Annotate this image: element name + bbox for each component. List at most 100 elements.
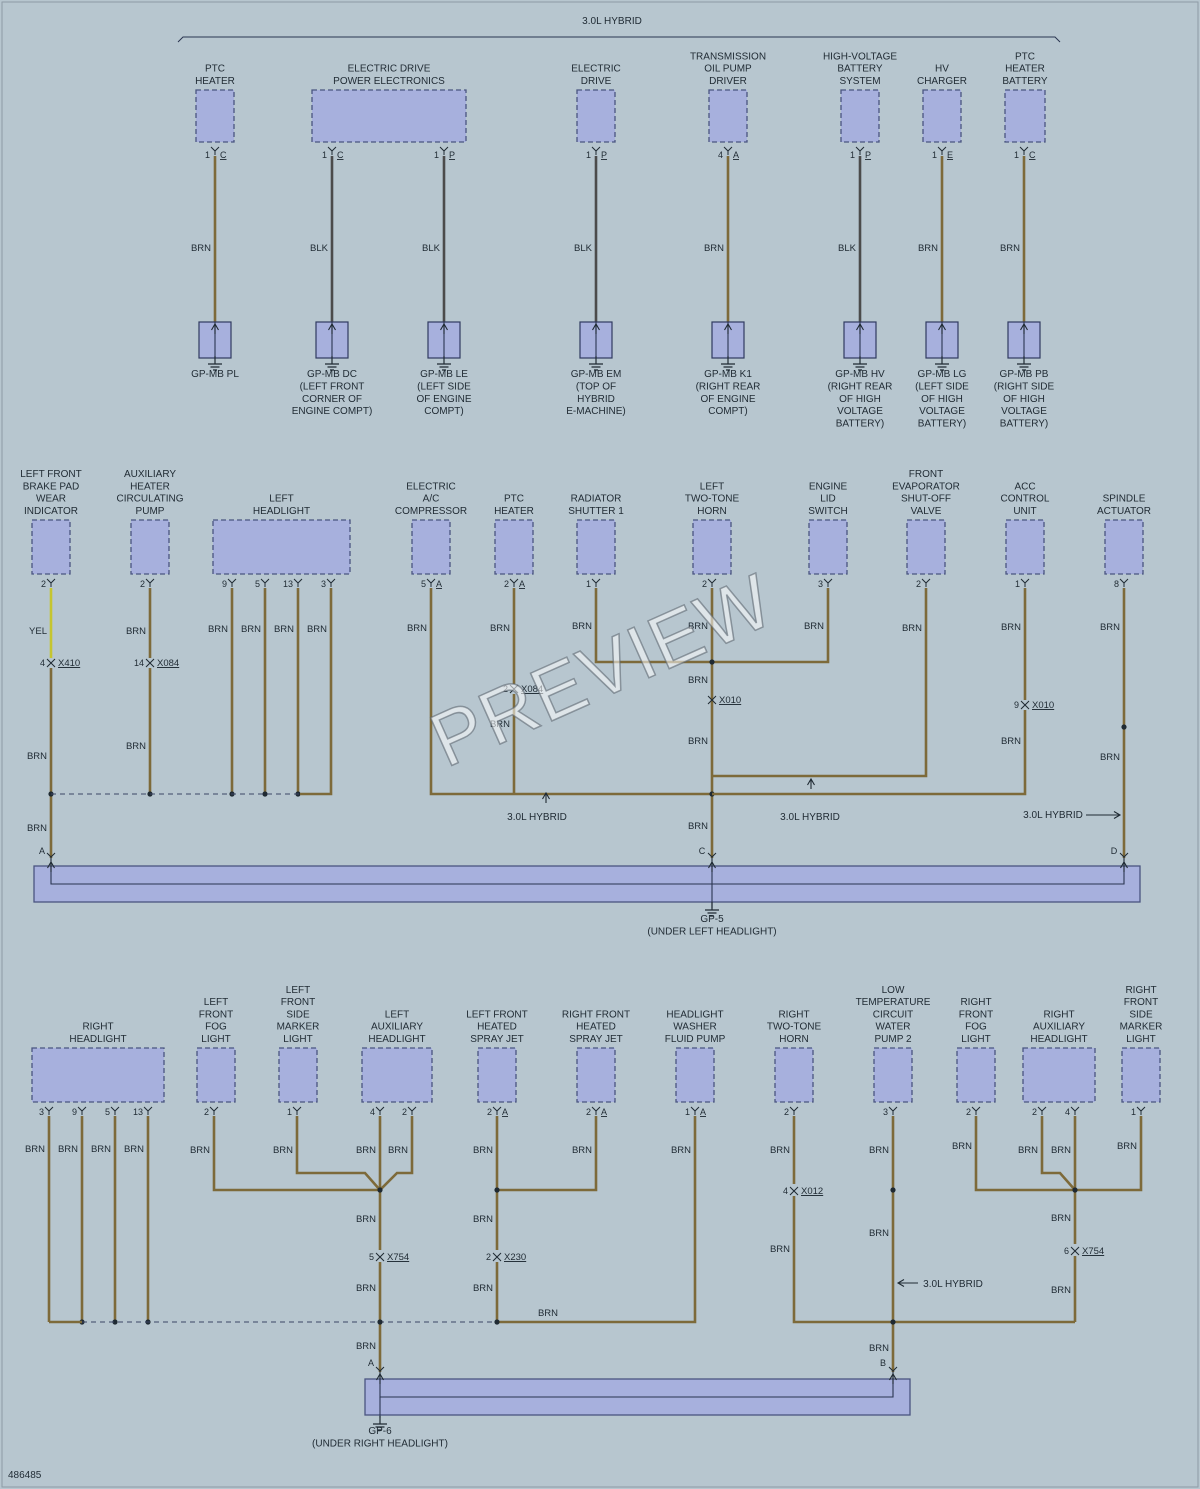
inline-connector-x084-symbol: [145, 658, 155, 668]
wire-color-label: BRN: [671, 1145, 691, 1156]
pin-num: 1: [1015, 579, 1020, 589]
pin-num: 9: [72, 1107, 77, 1117]
pin-terminal: [888, 1106, 898, 1115]
splice-dot: [709, 659, 715, 665]
hybrid-bracket: [177, 36, 1061, 43]
pin-terminal: [292, 1106, 302, 1115]
ground-point-label: GP-5(UNDER LEFT HEADLIGHT): [647, 914, 776, 937]
component-box: [808, 519, 848, 575]
pin-num: 3: [883, 1107, 888, 1117]
pin-terminal: [407, 1106, 417, 1115]
wire-color-label: BRN: [1051, 1285, 1071, 1296]
splice-dot: [377, 1187, 383, 1193]
pin-terminal: [1070, 1106, 1080, 1115]
wire-color-label: BRN: [688, 821, 708, 832]
ground-icon: [373, 1416, 387, 1431]
wire-color-label: BRN: [356, 1145, 376, 1156]
pin-num: 2: [140, 579, 145, 589]
arrow-up-icon: [708, 860, 716, 872]
wire-color-label: BRN: [1051, 1145, 1071, 1156]
ground-point-label: GP-6(UNDER RIGHT HEADLIGHT): [312, 1426, 448, 1449]
pin-num: 1: [850, 150, 855, 160]
component-box: [411, 519, 451, 575]
wire-color-label: BRN: [190, 1145, 210, 1156]
pin-num: 1: [685, 1107, 690, 1117]
hybrid-bracket-label: 3.0L HYBRID: [582, 16, 642, 27]
arrow-up-icon: [211, 322, 219, 334]
inline-connector-x410-pin: 4: [40, 658, 45, 668]
wire-color-label: BRN: [407, 623, 427, 634]
pin-num: 13: [133, 1107, 143, 1117]
component-box: [675, 1047, 715, 1103]
pin-num: 2: [504, 579, 509, 589]
wire-color-label: BRN: [1001, 736, 1021, 747]
wire-color-label: BRN: [869, 1343, 889, 1354]
component-box: [840, 89, 880, 143]
wire-color-label: BRN: [572, 1145, 592, 1156]
wire-color-label: YEL: [29, 626, 47, 637]
pin-num: 1: [586, 579, 591, 589]
ground-tap-label: B: [880, 1358, 886, 1368]
component-box: [311, 89, 467, 143]
arrow-up-icon: [47, 860, 55, 872]
inline-connector-x084-pin: 14: [134, 658, 144, 668]
pin-terminal: [110, 1106, 120, 1115]
arrow-up-icon: [724, 322, 732, 334]
pin-term: A: [733, 150, 739, 160]
pin-terminal: [426, 578, 436, 587]
inline-connector-x754-pin: 5: [369, 1252, 374, 1262]
pin-num: 1: [586, 150, 591, 160]
ground-icon: [935, 356, 949, 371]
pin-num: 1: [1014, 150, 1019, 160]
pin-num: 8: [1114, 579, 1119, 589]
pin-num: 9: [222, 579, 227, 589]
splice-dot: [377, 1319, 383, 1325]
inline-connector-x010-b-pin: 9: [1014, 700, 1019, 710]
component-box: [195, 89, 235, 143]
pin-term: P: [865, 150, 871, 160]
pin-term: A: [502, 1107, 508, 1117]
arrow-right-icon: [1086, 811, 1122, 819]
wire-color-label: BLK: [310, 243, 329, 254]
inline-connector-x754-symbol: [375, 1252, 385, 1262]
pin-terminal: [327, 146, 337, 155]
wire-color-label: BRN: [191, 243, 211, 254]
pin-num: 5: [421, 579, 426, 589]
pin-terminal: [492, 1106, 502, 1115]
inline-connector-x084-b-label: X084: [521, 684, 543, 695]
pin-num: 3: [321, 579, 326, 589]
inline-connector-x010-b-symbol: [1020, 700, 1030, 710]
component-box: [1121, 1047, 1161, 1103]
inline-connector-x010-label: X010: [719, 695, 741, 706]
wire-color-label: BRN: [1018, 1145, 1038, 1156]
pin-terminal: [789, 1106, 799, 1115]
ground-icon: [589, 356, 603, 371]
component-box: [576, 89, 616, 143]
pin-num: 2: [487, 1107, 492, 1117]
pin-terminal: [375, 1366, 385, 1375]
ground-tap-label: C: [699, 846, 706, 856]
inline-connector-x230-symbol: [492, 1252, 502, 1262]
inline-connector-x754-b-pin: 6: [1064, 1246, 1069, 1256]
pin-term: A: [601, 1107, 607, 1117]
arrow-up-icon: [542, 791, 550, 803]
component-box: [576, 519, 616, 575]
wire-color-label: BRN: [918, 243, 938, 254]
component-box: [1004, 89, 1046, 143]
wire-color-label: BRN: [538, 1308, 558, 1319]
wire-color-label: BRN: [473, 1145, 493, 1156]
wire-color-label: BRN: [124, 1144, 144, 1155]
wire-color-label: BRN: [241, 624, 261, 635]
